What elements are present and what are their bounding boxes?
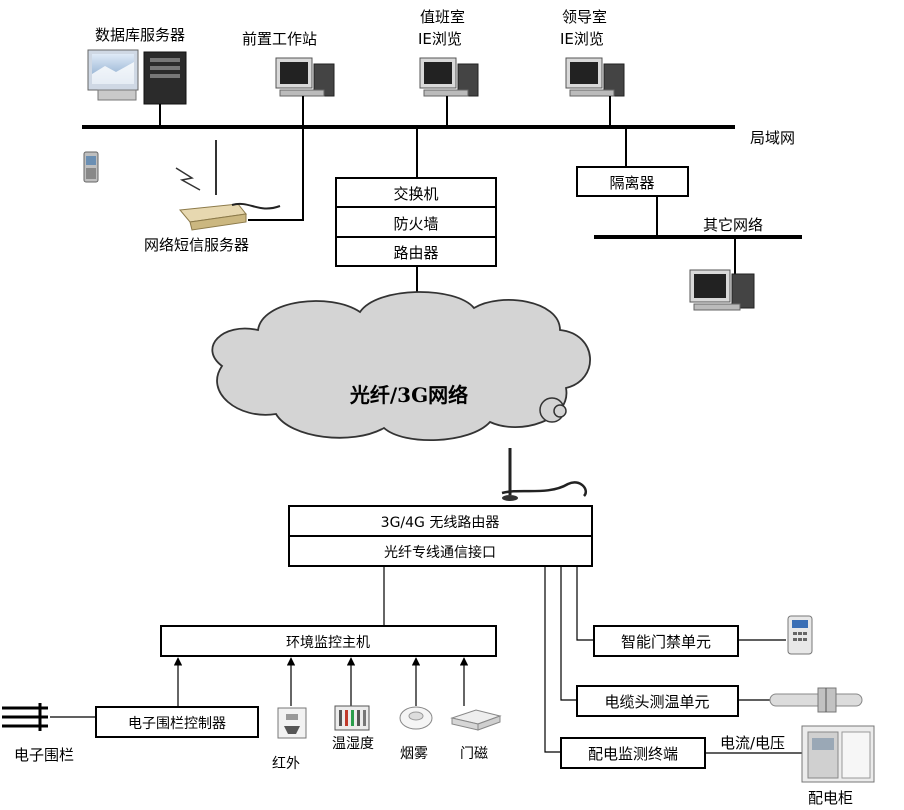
infrared-sensor-icon [277, 707, 307, 739]
isolator-box [576, 166, 689, 197]
access-control-unit-box [593, 625, 739, 657]
duty-room-computer-icon [419, 57, 479, 97]
dist-terminal-link [544, 566, 561, 753]
distribution-cabinet-icon [801, 725, 875, 783]
duty-room-ie-label: IE浏览 [418, 30, 462, 48]
cable-temp-unit-link [560, 566, 577, 701]
duty-room-label: 值班室 [420, 8, 465, 26]
cable-temp-unit-box [576, 685, 739, 717]
fiber-interface-box [288, 535, 593, 567]
infrared-label: 红外 [272, 756, 300, 772]
switch-box [335, 177, 497, 208]
switch-label: 交换机 [393, 185, 438, 203]
leader-room-label: 领导室 [562, 8, 607, 26]
current-voltage-label: 电流/电压 [720, 734, 785, 752]
wireless-router-box [288, 505, 593, 537]
cloud-label: 光纤/3G网络 [349, 383, 468, 407]
antenna-icon [501, 448, 587, 501]
sms-server-link [248, 127, 304, 221]
dist-monitor-terminal-label: 配电监测终端 [588, 745, 678, 763]
smoke-detector-icon [399, 706, 433, 730]
fence-label: 电子围栏 [14, 746, 74, 764]
access-control-unit-label: 智能门禁单元 [621, 633, 711, 651]
sms-server-icon [175, 140, 281, 231]
firewall-label: 防火墙 [393, 215, 438, 233]
fence-controller-box [95, 706, 259, 738]
keypad-icon [787, 615, 813, 655]
temp-humidity-label: 温湿度 [332, 736, 374, 752]
door-magnet-icon [450, 709, 502, 731]
network-cloud [211, 291, 591, 441]
workstation-icon [275, 57, 335, 97]
smoke-label: 烟雾 [400, 746, 428, 762]
thermometer-icon [334, 705, 370, 731]
isolator-label: 隔离器 [609, 174, 654, 192]
dist-monitor-terminal-box [560, 737, 706, 769]
door-magnet-label: 门磁 [460, 746, 488, 762]
leader-room-computer-icon [565, 57, 625, 97]
mobile-phone-icon [83, 151, 99, 183]
other-network-label: 其它网络 [703, 216, 763, 234]
wireless-router-label: 3G/4G 无线路由器 [381, 515, 500, 531]
db-server-label: 数据库服务器 [95, 26, 185, 44]
env-monitor-host-box [160, 625, 497, 657]
firewall-box [335, 206, 497, 238]
sms-server-label: 网络短信服务器 [144, 236, 249, 254]
access-unit-link [576, 566, 594, 641]
database-server-icon [87, 49, 187, 105]
cable-temp-unit-label: 电缆头测温单元 [604, 693, 709, 711]
electronic-fence-icon [2, 703, 48, 731]
lan-label: 局域网 [750, 129, 795, 147]
other-network-computer-icon [689, 269, 755, 311]
cabinet-label: 配电柜 [808, 789, 853, 807]
fence-controller-label: 电子围栏控制器 [128, 716, 226, 732]
front-workstation-label: 前置工作站 [242, 30, 317, 48]
leader-room-ie-label: IE浏览 [560, 30, 604, 48]
fiber-interface-label: 光纤专线通信接口 [384, 544, 496, 561]
router-label: 路由器 [393, 244, 438, 262]
cable-sensor-icon [769, 687, 863, 713]
env-monitor-host-label: 环境监控主机 [286, 635, 370, 651]
